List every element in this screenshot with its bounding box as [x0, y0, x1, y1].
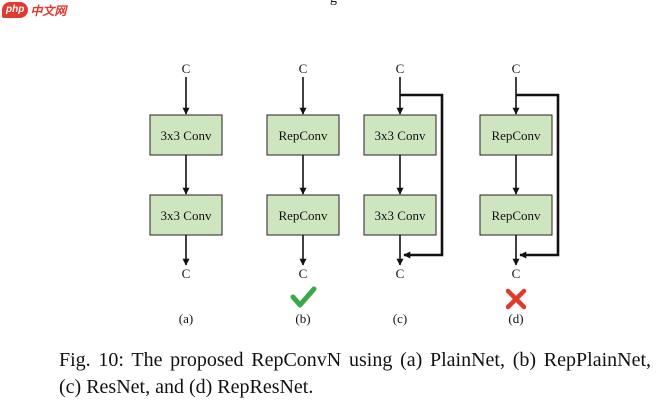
cropped-text-fragment: g — [330, 0, 337, 7]
output-node-label: C — [182, 266, 191, 281]
subfigure-label: (d) — [508, 311, 523, 326]
conv-block-label: 3x3 Conv — [161, 208, 212, 223]
conv-block-label: RepConv — [491, 128, 541, 143]
site-logo: php 中文网 — [2, 1, 66, 19]
subfigure-label: (b) — [295, 311, 310, 326]
check-icon — [290, 286, 317, 308]
input-node-label: C — [396, 61, 405, 76]
logo-text: 中文网 — [30, 3, 67, 18]
input-node-label: C — [512, 61, 521, 76]
cross-icon — [505, 288, 527, 310]
input-node-label: C — [182, 61, 191, 76]
residual-connection — [400, 93, 444, 259]
conv-block — [363, 114, 437, 156]
residual-connection — [516, 93, 560, 259]
output-node-label: C — [396, 266, 405, 281]
output-node-label: C — [512, 266, 521, 281]
conv-block-label: 3x3 Conv — [375, 128, 426, 143]
subfigure-label: (a) — [179, 311, 193, 326]
conv-block — [149, 194, 223, 236]
conv-block-label: RepConv — [278, 128, 328, 143]
conv-block-label: RepConv — [278, 208, 328, 223]
subfigure-label: (c) — [393, 311, 407, 326]
figure-caption: Fig. 10: The proposed RepConvN using (a)… — [59, 349, 651, 398]
input-node-label: C — [299, 61, 308, 76]
conv-block-label: 3x3 Conv — [375, 208, 426, 223]
logo-bubble: php — [2, 2, 29, 18]
conv-block — [149, 114, 223, 156]
conv-block — [266, 114, 340, 156]
conv-block-label: RepConv — [491, 208, 541, 223]
output-node-label: C — [299, 266, 308, 281]
conv-block-label: 3x3 Conv — [161, 128, 212, 143]
